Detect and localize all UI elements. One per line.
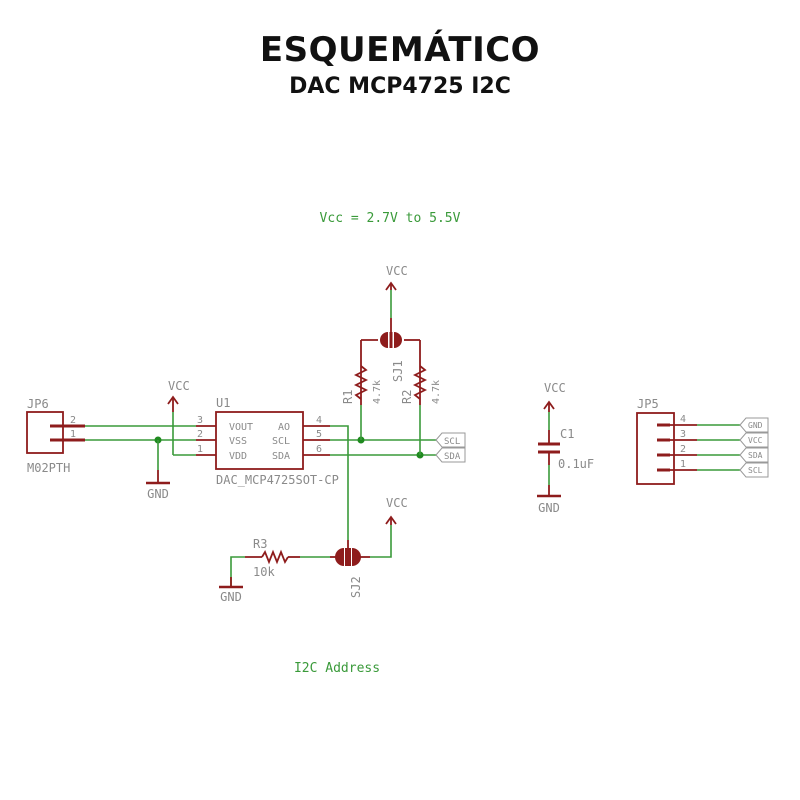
r3-value: 10k [253,565,275,579]
pin-name: VDD [229,451,247,462]
jp5-ref: JP5 [637,397,659,411]
jp5-pin-num: 1 [680,459,686,470]
pin-name: VOUT [229,422,253,433]
r3-ref: R3 [253,537,267,551]
scl-flag-label: SCL [444,437,460,447]
pin-num: 2 [197,429,203,440]
vcc-label: VCC [386,496,408,510]
pin-name: AO [278,422,290,433]
jp5-pin-num: 2 [680,444,686,455]
c1-value: 0.1uF [558,457,594,471]
vcc-arrow-icon [385,281,397,291]
pin-num: 6 [316,444,322,455]
jp6-pin: 1 [70,429,76,440]
vcc-label: VCC [386,264,408,278]
c1-ref: C1 [560,427,574,441]
net-flag-label: SDA [748,451,763,460]
gnd-label: GND [220,590,242,604]
pin-num: 4 [316,415,322,426]
net-flag [739,462,769,478]
page-title: ESQUEMÁTICO [259,30,541,70]
solder-jumper-sj2 [335,548,361,566]
jp6-pin: 2 [70,415,76,426]
u1-ref: U1 [216,396,230,410]
net-flag [739,417,769,433]
resistor-r2-icon [412,365,428,400]
pin-num: 1 [197,444,203,455]
pin-name: VSS [229,436,247,447]
i2c-address-note: I2C Address [294,661,380,676]
pin-name: SCL [272,436,290,447]
u1-value: DAC_MCP4725SOT-CP [216,473,339,487]
resistor-r3-icon [261,549,289,565]
jp5-pin-num: 4 [680,414,686,425]
sj1-ref: SJ1 [391,360,405,382]
connector-jp6: JP6 M02PTH 2 1 [26,397,85,475]
jp6-ref: JP6 [27,397,49,411]
r2-value: 4.7k [431,380,442,404]
pin-num: 5 [316,429,322,440]
net-flag-label: GND [748,421,763,430]
capacitor-c1: VCC C1 0.1uF GND [537,381,594,515]
vcc-label: VCC [544,381,566,395]
net-flag-label: VCC [748,436,763,445]
r2-ref: R2 [400,390,414,404]
page-subtitle: DAC MCP4725 I2C [289,74,511,99]
scl-flag [435,432,466,448]
sda-flag [435,447,466,463]
solder-jumper-sj1 [380,332,402,348]
pin-num: 3 [197,415,203,426]
jp6-value: M02PTH [27,461,70,475]
gnd-label: GND [147,487,169,501]
r1-value: 4.7k [372,380,383,404]
sda-flag-label: SDA [444,452,461,462]
ic-u1: U1 DAC_MCP4725SOT-CP 3 2 1 VOUT VSS VDD … [196,396,339,487]
gnd-label: GND [538,501,560,515]
jp5-pin-num: 3 [680,429,686,440]
pin-name: SDA [272,451,290,462]
vcc-label: VCC [168,379,190,393]
net-flag [739,432,769,448]
resistor-r1-icon [353,365,369,400]
r1-ref: R1 [341,390,355,404]
net-flag [739,447,769,463]
vcc-range-note: Vcc = 2.7V to 5.5V [320,211,461,226]
net-flag-label: SCL [748,466,763,475]
vcc-arrow-icon [385,515,397,525]
sj2-ref: SJ2 [349,576,363,598]
